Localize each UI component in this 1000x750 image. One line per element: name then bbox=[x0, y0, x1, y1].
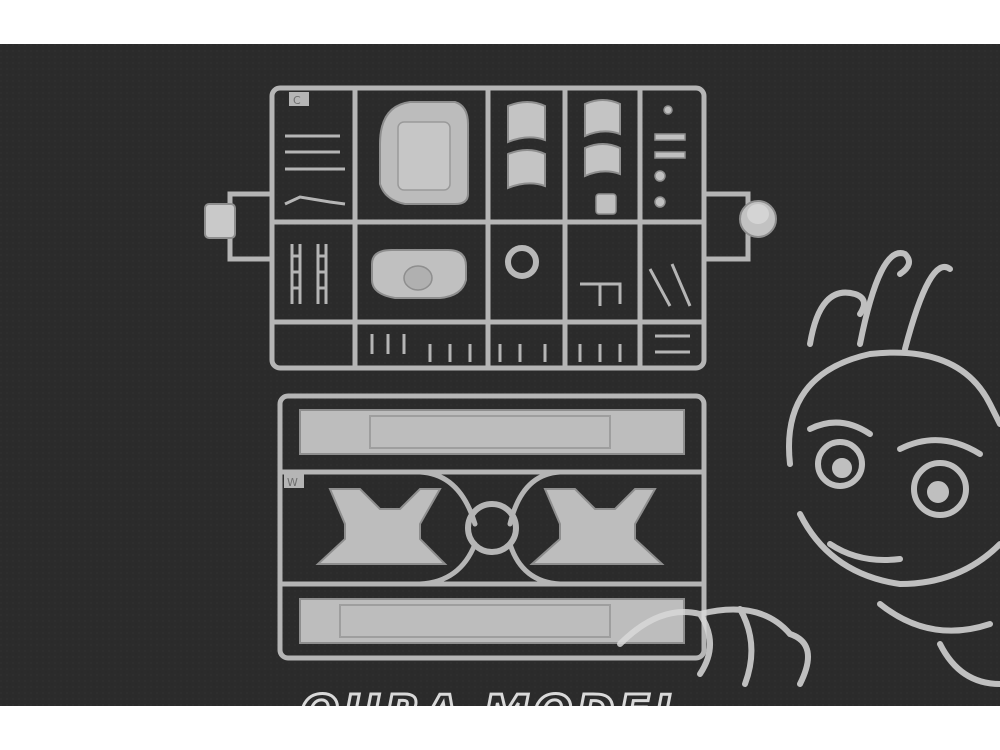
sprue-bottom bbox=[277, 393, 707, 661]
turret-part bbox=[379, 101, 469, 205]
sprue-top bbox=[227, 85, 751, 371]
hatch-part bbox=[371, 249, 467, 299]
cartoon-face-watermark bbox=[617, 250, 1000, 687]
ladder-parts bbox=[290, 244, 328, 304]
small-parts-right bbox=[595, 105, 686, 215]
sprue-bottom-tag: W bbox=[287, 476, 298, 489]
watermark-text: OURA MODEL bbox=[300, 685, 687, 706]
kit-photo: C bbox=[0, 44, 1000, 706]
sprue-bottom-center-ring bbox=[465, 501, 519, 555]
curved-shield-parts bbox=[507, 99, 621, 190]
long-plate-top bbox=[299, 409, 685, 455]
sprue-top-side-parts bbox=[204, 200, 777, 239]
sprue-photo-svg: C bbox=[0, 44, 1000, 706]
rod-parts bbox=[284, 134, 346, 206]
bracket-parts bbox=[315, 488, 665, 565]
sprue-top-tag: C bbox=[293, 94, 301, 107]
ring-part bbox=[505, 245, 539, 279]
long-plate-bottom bbox=[299, 598, 685, 644]
dark-background bbox=[0, 44, 1000, 706]
small-parts-bottom bbox=[370, 263, 692, 362]
sprue-bottom-frame bbox=[277, 393, 707, 661]
